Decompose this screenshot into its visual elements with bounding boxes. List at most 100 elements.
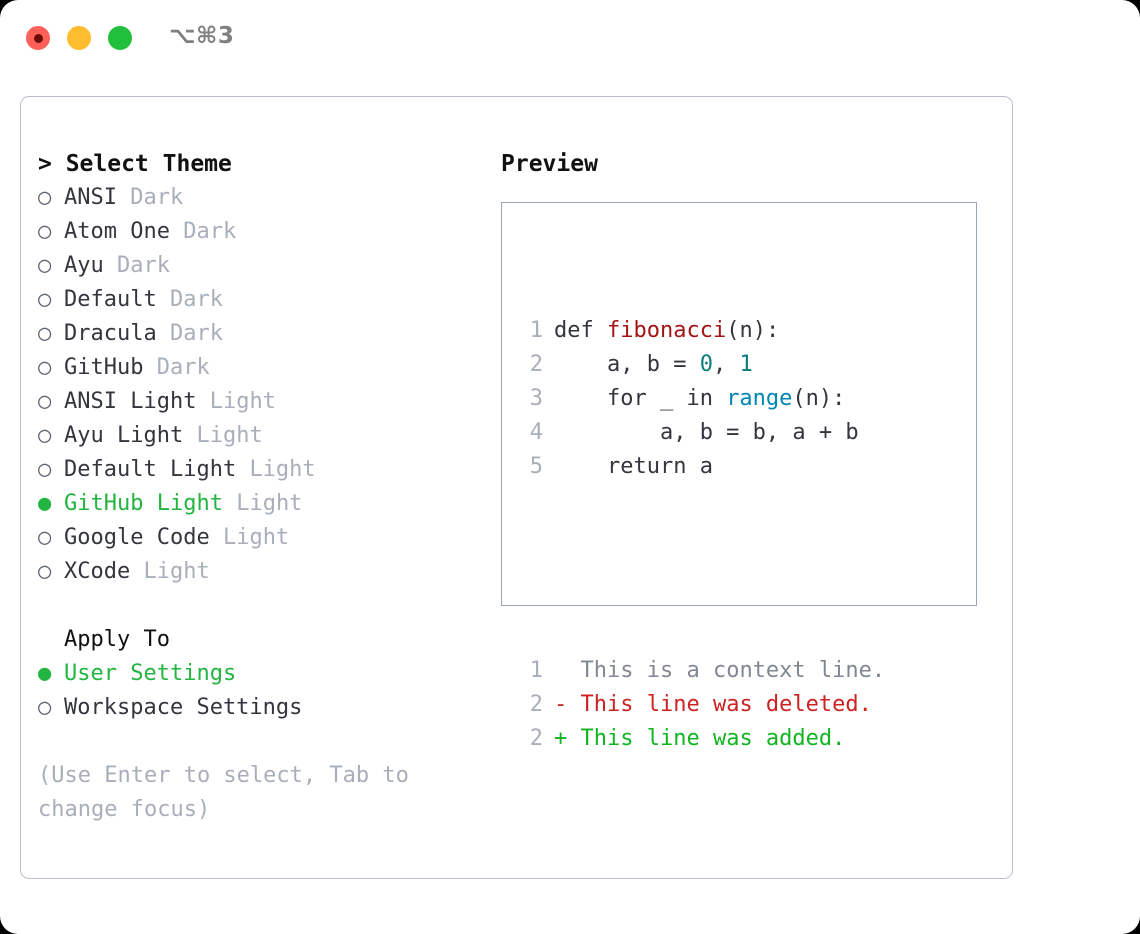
diff-line-number: 2 — [529, 692, 543, 717]
main-panel: > Select Theme ○ANSI Dark○Atom One Dark○… — [20, 96, 1013, 879]
theme-option-space — [117, 185, 130, 210]
diff-line-del: 2- This line was deleted. — [521, 688, 885, 722]
theme-option-ayu-light[interactable]: ○Ayu Light Light — [38, 419, 478, 453]
theme-option-variant: Light — [222, 525, 290, 550]
list-spacer — [38, 589, 478, 623]
theme-option-space — [104, 253, 117, 278]
apply-to-header: Apply To — [64, 627, 170, 652]
traffic-light-buttons — [26, 26, 132, 50]
theme-option-name: Ayu Light — [64, 423, 184, 448]
theme-option-default[interactable]: ○Default Dark — [38, 283, 478, 317]
code-token: 0 — [699, 352, 713, 377]
theme-option-github-light[interactable]: ●GitHub Light Light — [38, 487, 478, 521]
theme-option-name: GitHub — [64, 355, 144, 380]
code-token: range — [726, 386, 793, 411]
theme-option-variant: Light — [236, 491, 303, 516]
theme-option-name: Google Code — [64, 525, 210, 550]
theme-option-space — [157, 287, 170, 312]
diff-line-sign: + — [554, 726, 581, 751]
theme-option-space — [143, 355, 156, 380]
theme-option-variant: Dark — [117, 253, 170, 278]
diff-line-sign: - — [554, 692, 581, 717]
apply-to-option-name: Workspace Settings — [64, 695, 303, 720]
diff-line-number: 1 — [529, 658, 543, 683]
code-token: 1 — [739, 352, 753, 377]
theme-option-variant: Light — [196, 423, 263, 448]
hint-spacer — [38, 725, 478, 759]
theme-option-dracula[interactable]: ○Dracula Dark — [38, 317, 478, 351]
theme-option-variant: Light — [209, 389, 276, 414]
theme-option-github[interactable]: ○GitHub Dark — [38, 351, 478, 385]
code-token: for _ in — [554, 386, 727, 411]
code-token: , — [712, 352, 740, 377]
code-line: 2 a, b = 0, 1 — [521, 348, 885, 382]
theme-option-name: Default — [64, 287, 157, 312]
diff-line-add: 2+ This line was added. — [521, 722, 885, 756]
theme-option-variant: Dark — [183, 219, 237, 244]
theme-option-variant: Light — [249, 457, 316, 482]
theme-option-name: Default Light — [64, 457, 237, 482]
code-line-number: 4 — [529, 420, 543, 445]
code-line-number: 3 — [529, 386, 543, 411]
theme-option-variant: Dark — [130, 185, 184, 210]
radio-unselected-icon: ○ — [38, 457, 52, 482]
code-token: (n): — [792, 386, 846, 411]
theme-option-variant: Dark — [156, 355, 210, 380]
theme-option-space — [210, 525, 223, 550]
theme-option-name: Ayu — [64, 253, 104, 278]
diff-line-text: This line was deleted. — [580, 692, 872, 717]
theme-option-name: ANSI — [64, 185, 117, 210]
select-theme-header: > Select Theme — [38, 151, 232, 177]
theme-option-name: XCode — [64, 559, 131, 584]
radio-unselected-icon: ○ — [38, 253, 52, 278]
theme-option-space — [157, 321, 170, 346]
keyboard-hint-text: (Use Enter to select, Tab to change focu… — [38, 763, 423, 822]
code-token: (n): — [726, 318, 780, 343]
theme-option-space — [223, 491, 236, 516]
radio-selected-icon: ● — [38, 661, 52, 686]
diff-line-ctx: 1 This is a context line. — [521, 654, 885, 688]
maximize-window-button[interactable] — [108, 26, 132, 50]
radio-unselected-icon: ○ — [38, 219, 52, 244]
theme-option-default-light[interactable]: ○ Default Light Light — [38, 453, 478, 487]
theme-option-xcode[interactable]: ○XCode Light — [38, 555, 478, 589]
minimize-window-button[interactable] — [67, 26, 91, 50]
apply-to-option-workspace-settings[interactable]: ○Workspace Settings — [38, 691, 478, 725]
theme-option-variant: Dark — [169, 321, 223, 346]
apply-to-option-user-settings[interactable]: ●User Settings — [38, 657, 478, 691]
code-token: fibonacci — [606, 318, 727, 343]
theme-option-space — [236, 457, 249, 482]
code-token: a, b = b, a + b — [554, 420, 859, 445]
theme-option-name: Dracula — [64, 321, 157, 346]
theme-option-space — [170, 219, 183, 244]
theme-option-ansi-light[interactable]: ○ANSI Light Light — [38, 385, 478, 419]
radio-unselected-icon: ○ — [38, 559, 52, 584]
theme-option-ansi[interactable]: ○ ANSI Dark — [38, 181, 478, 215]
theme-option-google-code[interactable]: ○Google Code Light — [38, 521, 478, 555]
code-line-number: 2 — [529, 352, 543, 377]
code-diff-gap — [521, 552, 885, 586]
theme-option-space — [130, 559, 143, 584]
close-window-button[interactable] — [26, 26, 50, 50]
theme-option-name: GitHub Light — [64, 491, 223, 516]
code-token: return a — [554, 454, 713, 479]
theme-option-ayu[interactable]: ○ Ayu Dark — [38, 249, 478, 283]
theme-option-space — [196, 389, 209, 414]
diff-line-number: 2 — [529, 726, 543, 751]
diff-line-text: This is a context line. — [580, 658, 886, 683]
code-line-number: 5 — [529, 454, 543, 479]
theme-option-atom-one[interactable]: ○ Atom One Dark — [38, 215, 478, 249]
code-token: def — [554, 318, 607, 343]
code-line: 5 return a — [521, 450, 885, 484]
theme-selection-column: > Select Theme ○ANSI Dark○Atom One Dark○… — [38, 147, 478, 827]
code-line: 3 for _ in range(n): — [521, 382, 885, 416]
radio-unselected-icon: ○ — [38, 185, 52, 210]
theme-option-name: ANSI Light — [64, 389, 197, 414]
theme-option-name: Atom One — [64, 219, 170, 244]
theme-option-variant: Dark — [169, 287, 223, 312]
